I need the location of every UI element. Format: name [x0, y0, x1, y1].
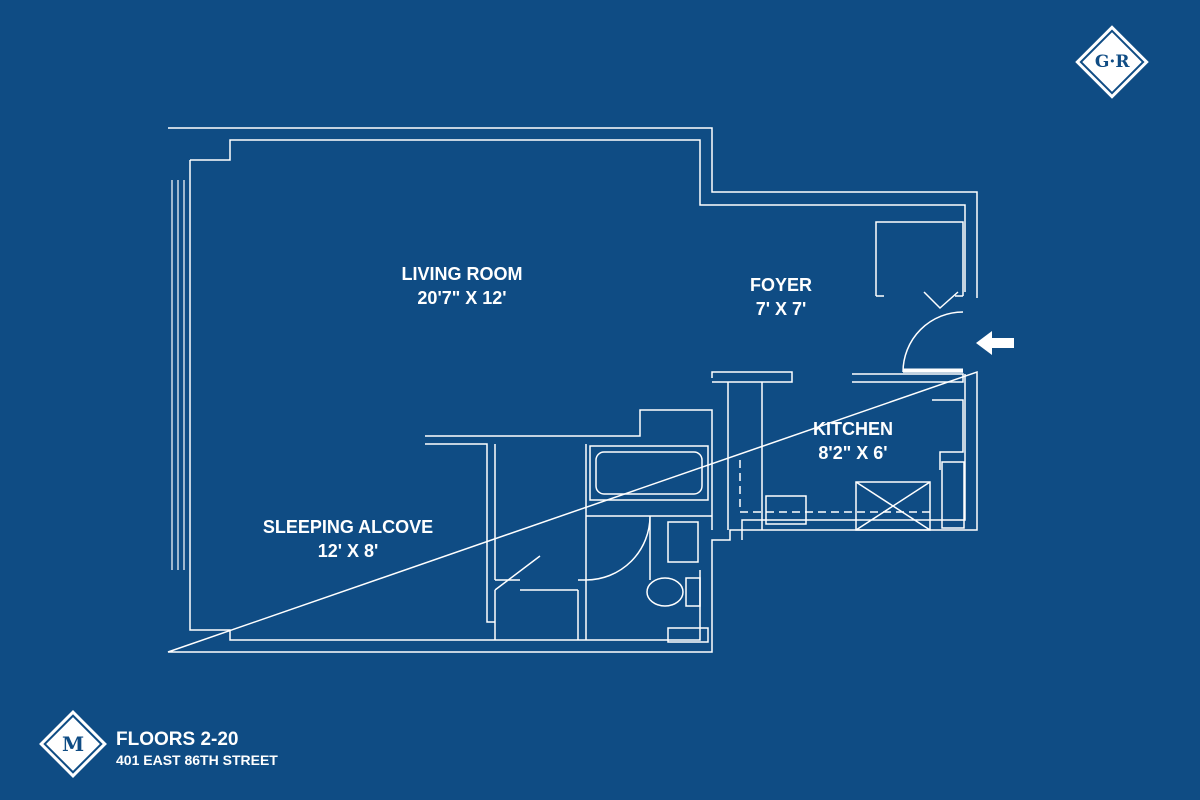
- bathtub: [589, 445, 709, 501]
- room-size: 7' X 7': [755, 299, 807, 319]
- room-label-foyer: FOYER 7' X 7': [750, 273, 812, 321]
- address: 401 EAST 86TH STREET: [116, 752, 278, 768]
- room-name: LIVING ROOM: [401, 264, 523, 284]
- partition: [425, 409, 713, 623]
- room-name: KITCHEN: [813, 419, 893, 439]
- bath-door: [585, 515, 651, 581]
- outer-wall: [167, 127, 978, 653]
- toilet: [646, 577, 684, 607]
- kitchen-counter: [739, 460, 930, 513]
- closet-door: [923, 291, 959, 310]
- bath-wall: [495, 444, 712, 640]
- closet-alcove: [494, 555, 579, 640]
- window: [171, 180, 185, 570]
- room-name: SLEEPING ALCOVE: [262, 517, 434, 537]
- floors-title: FLOORS 2-20: [116, 729, 239, 750]
- entry-door: [902, 311, 964, 373]
- sink: [667, 521, 699, 563]
- fridge: [941, 461, 965, 529]
- kitchen-sink: [765, 495, 807, 525]
- room-size: 20'7" X 12': [417, 288, 507, 308]
- stove: [855, 481, 931, 531]
- room-name: FOYER: [749, 275, 813, 295]
- kitchen-wall: [711, 371, 964, 530]
- room-label-living: LIVING ROOM 20'7" X 12': [402, 262, 523, 310]
- inner-wall: [189, 139, 966, 641]
- badge-letter: M: [61, 731, 85, 756]
- arrow-left-icon: [976, 331, 1014, 355]
- closet-foyer: [875, 221, 964, 297]
- vent: [667, 627, 709, 643]
- room-size: 8'2" X 6': [818, 443, 888, 463]
- room-label-alcove: SLEEPING ALCOVE 12' X 8': [263, 515, 433, 563]
- room-label-kitchen: KITCHEN 8'2" X 6': [813, 417, 893, 465]
- footer-info: FLOORS 2-20 401 EAST 86TH STREET: [116, 729, 278, 769]
- room-size: 12' X 8': [317, 541, 379, 561]
